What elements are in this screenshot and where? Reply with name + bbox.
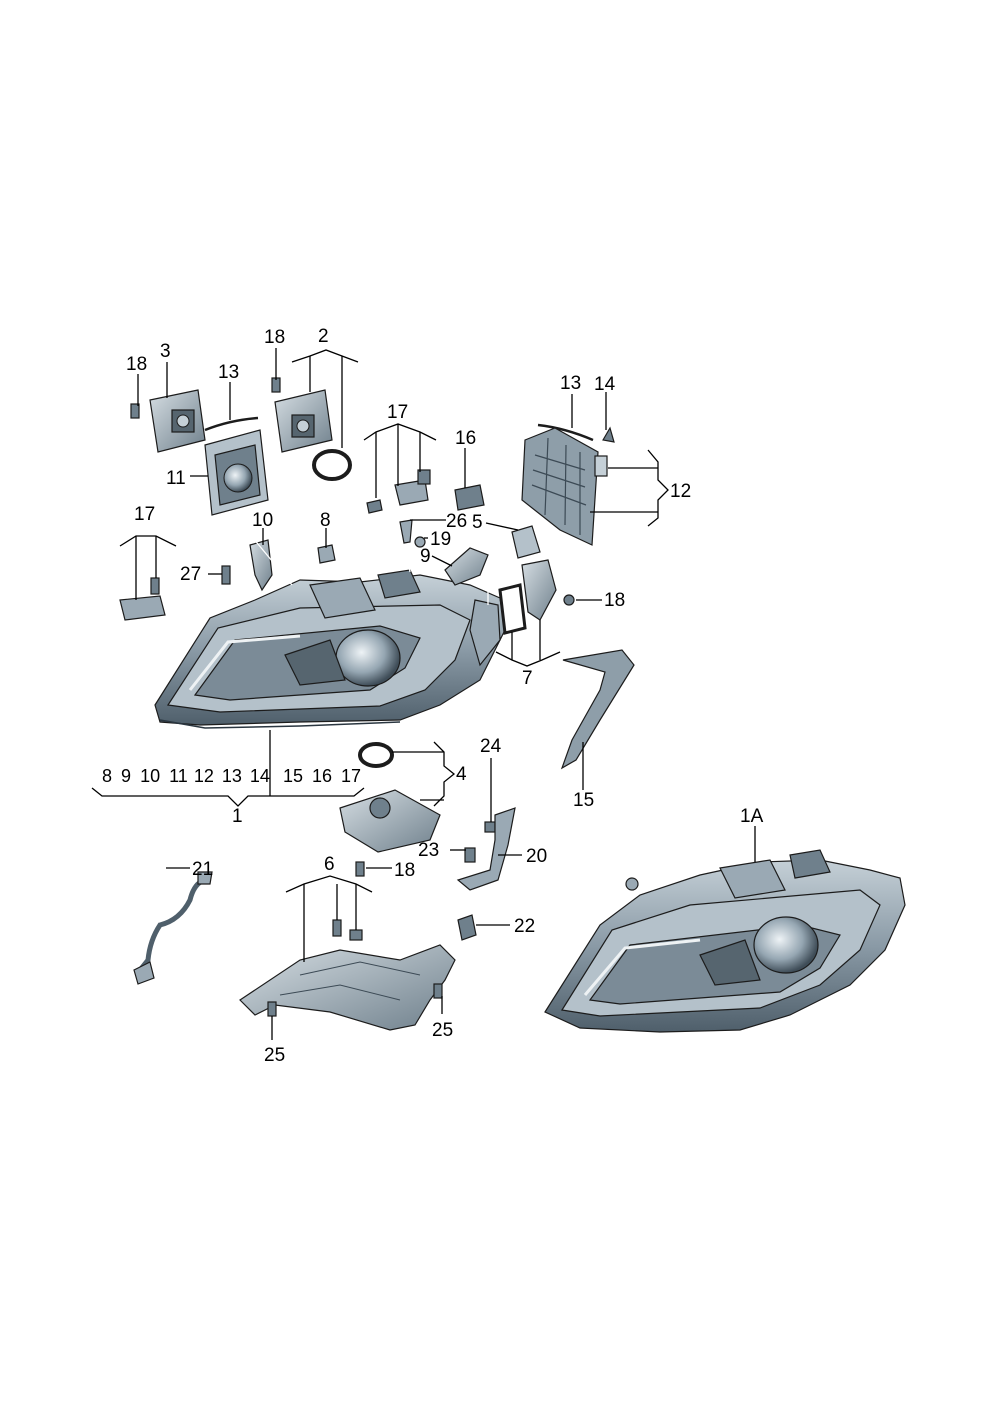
part-13-clip-left	[204, 416, 259, 432]
part-21-cable	[138, 877, 209, 972]
callout-15-right: 15	[573, 790, 594, 811]
callout-18-right: 18	[604, 590, 625, 611]
callout-27: 27	[180, 564, 201, 585]
part-21-connector-top	[197, 871, 213, 885]
part-4-ring	[358, 742, 394, 768]
part-18-screw-right	[563, 594, 575, 606]
callout-9: 9	[420, 546, 431, 567]
part-12-cover	[521, 427, 608, 546]
callout-25-right: 25	[432, 1020, 453, 1041]
leader-lines	[91, 348, 756, 1040]
callout-10: 10	[252, 510, 273, 531]
callout-19: 19	[430, 529, 451, 550]
part-5-socket	[511, 525, 541, 559]
part-25-screw-right	[433, 983, 443, 999]
callout-8: 8	[320, 510, 331, 531]
part-17-nut-top	[417, 469, 431, 485]
part-seal-ring	[312, 449, 352, 481]
callout-13-left: 13	[218, 362, 239, 383]
part-3-control-unit	[149, 389, 206, 453]
assembly-item: 12	[194, 766, 214, 786]
part-9-bulb	[444, 547, 489, 586]
callout-5: 5	[472, 512, 483, 533]
part-21-connector-bottom	[133, 961, 155, 985]
part-7-cap	[521, 559, 557, 621]
part-18-screw-top-left	[130, 403, 140, 419]
assembly-item: 15	[283, 766, 303, 786]
callout-18-top-left: 18	[126, 354, 147, 375]
part-20-bracket	[456, 807, 516, 891]
callout-13-right: 13	[560, 373, 581, 394]
callout-6: 6	[324, 854, 335, 875]
part-27-screw	[221, 565, 231, 585]
part-screw-17	[366, 499, 383, 514]
assembly-item: 17	[341, 766, 361, 786]
part-26-screw	[399, 519, 413, 544]
callout-7: 7	[522, 668, 533, 689]
assembly-item: 13	[222, 766, 242, 786]
part-16	[454, 484, 485, 511]
callout-21: 21	[192, 859, 213, 880]
part-22	[457, 914, 477, 941]
assembly-item: 11	[169, 766, 188, 786]
callout-4: 4	[456, 764, 467, 785]
part-14-cap	[602, 426, 615, 443]
headlight-1A	[544, 849, 906, 1033]
callout-16: 16	[455, 428, 476, 449]
part-4-module	[339, 789, 441, 853]
callout-3: 3	[160, 341, 171, 362]
callout-26: 26	[446, 511, 467, 532]
callout-14-top: 14	[594, 374, 616, 395]
callout-22: 22	[514, 916, 535, 937]
callout-18-bottom: 18	[394, 860, 415, 881]
part-10-bulb	[249, 539, 273, 592]
assembly-item: 14	[250, 766, 270, 786]
callout-17-top: 17	[387, 402, 408, 423]
part-11-frame	[204, 429, 269, 516]
assembly-item: 8	[102, 766, 112, 786]
headlight-main	[154, 569, 506, 729]
part-15-trim	[560, 649, 635, 770]
assembly-row: 8 9 10 11 12 13 14 15 16 17	[102, 766, 361, 786]
assembly-item: 16	[312, 766, 332, 786]
callout-24: 24	[480, 736, 502, 757]
part-19	[414, 536, 426, 548]
callout-25-bottom: 25	[264, 1045, 285, 1066]
part-7-gasket	[498, 583, 527, 635]
callout-20: 20	[526, 846, 547, 867]
callout-1: 1	[232, 806, 243, 827]
part-17-bracket-left	[119, 595, 166, 621]
callout-23: 23	[418, 840, 439, 861]
callout-1A: 1A	[740, 806, 764, 827]
part-17-bracket-top	[394, 479, 429, 506]
callout-11: 11	[166, 468, 186, 489]
part-23-screw	[464, 847, 476, 863]
assembly-item: 10	[140, 766, 160, 786]
part-8	[317, 544, 336, 564]
part-25-screw-left	[267, 1001, 277, 1017]
callout-labels: 18 3 13 18 2 17 16 13 14 12 11 10 8 26 5…	[102, 326, 764, 1066]
callout-2: 2	[318, 326, 329, 347]
callout-18-top-mid: 18	[264, 327, 285, 348]
callout-12: 12	[670, 481, 691, 502]
part-17-screw-left	[150, 577, 160, 595]
part-18-screw-top-mid	[271, 377, 281, 393]
part-2-control-unit	[274, 389, 333, 453]
part-18-screw-bottom	[355, 861, 365, 877]
callout-17-left: 17	[134, 504, 155, 525]
assembly-item: 9	[121, 766, 131, 786]
part-13-clip-right	[537, 423, 594, 442]
part-24-screw	[484, 821, 496, 833]
